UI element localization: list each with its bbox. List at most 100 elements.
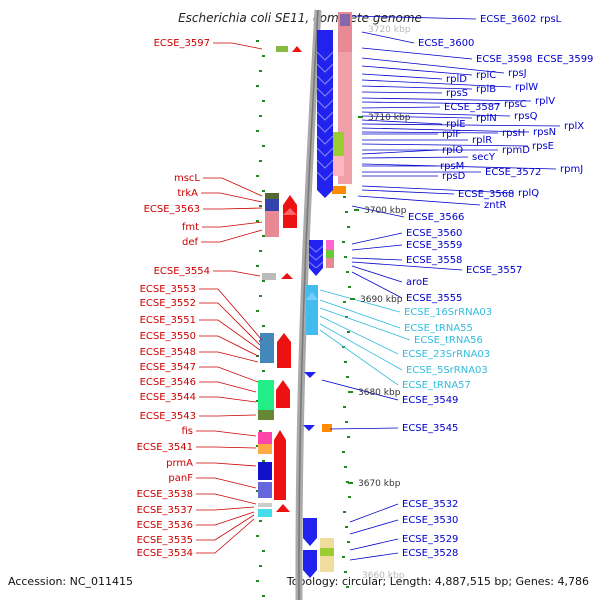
gene-label-ecse-trna55[interactable]: ECSE_tRNA55: [404, 323, 473, 334]
gene-label-ecse-3547[interactable]: ECSE_3547: [140, 362, 196, 373]
gene-block-rose[interactable]: [326, 258, 334, 268]
gene-label-ecse-3598[interactable]: ECSE_3598: [476, 54, 532, 65]
gene-label-rplx[interactable]: rplX: [564, 121, 584, 132]
gene-label-def[interactable]: def: [182, 237, 199, 248]
gene-label-ecse-3560[interactable]: ECSE_3560: [406, 228, 462, 239]
gene-3537-block[interactable]: [258, 503, 272, 507]
gene-label-rpld[interactable]: rplD: [446, 74, 467, 85]
gene-3541-block[interactable]: [258, 444, 272, 454]
gene-label-secy[interactable]: secY: [472, 152, 496, 163]
gene-label-ecse-3536[interactable]: ECSE_3536: [137, 520, 193, 531]
gene-label-ecse-3566[interactable]: ECSE_3566: [408, 212, 464, 223]
gene-label-rplr[interactable]: rplR: [472, 135, 492, 146]
gene-block-orange[interactable]: [332, 186, 346, 194]
gene-label-rpsc[interactable]: rpsC: [504, 99, 527, 110]
gene-label-ecse-3537[interactable]: ECSE_3537: [137, 505, 193, 516]
gene-label-ecse-3559[interactable]: ECSE_3559: [406, 240, 462, 251]
gene-label-ecse-3597[interactable]: ECSE_3597: [154, 38, 210, 49]
gene-block-top-purple[interactable]: [340, 14, 350, 26]
gene-label-ecse-3602[interactable]: ECSE_3602: [480, 14, 536, 25]
gene-3554-block[interactable]: [262, 273, 276, 280]
gene-label-rpsl[interactable]: rpsL: [540, 14, 562, 25]
gene-label-ecse-3545[interactable]: ECSE_3545: [402, 423, 458, 434]
gene-label-ecse-3530[interactable]: ECSE_3530: [402, 515, 458, 526]
gene-label-ecse-3587[interactable]: ECSE_3587: [444, 102, 500, 113]
gene-label-ecse-3557[interactable]: ECSE_3557: [466, 265, 522, 276]
gene-block-tan-green[interactable]: [320, 548, 334, 556]
gene-block-pink[interactable]: [332, 156, 344, 176]
gene-block-lime[interactable]: [326, 250, 334, 258]
gene-fis-arrow[interactable]: [274, 430, 286, 500]
gene-label-mscl[interactable]: mscL: [174, 173, 200, 184]
gene-label-rpse[interactable]: rpsE: [532, 141, 554, 152]
gene-label-ecse-3541[interactable]: ECSE_3541: [137, 442, 193, 453]
gene-block-mscl[interactable]: [265, 193, 279, 199]
gene-3543-block[interactable]: [258, 410, 274, 420]
gene-3545-block[interactable]: [322, 424, 332, 432]
gene-label-zntr[interactable]: zntR: [484, 200, 507, 211]
gene-label-rpmd[interactable]: rpmD: [502, 145, 530, 156]
gene-3544-block[interactable]: [258, 380, 274, 410]
gene-fis-block[interactable]: [258, 432, 272, 444]
gene-3597-arrow[interactable]: [292, 46, 302, 52]
gene-3597-block[interactable]: [276, 46, 288, 52]
gene-label-ecse-trna57[interactable]: ECSE_tRNA57: [402, 380, 471, 391]
gene-block-magenta[interactable]: [326, 240, 334, 250]
gene-3560-group[interactable]: [309, 240, 323, 268]
gene-label-ecse-3558[interactable]: ECSE_3558: [406, 255, 462, 266]
gene-label-ecse-3551[interactable]: ECSE_3551: [140, 315, 196, 326]
gene-label-fmt[interactable]: fmt: [182, 222, 199, 233]
gene-3535-arrow[interactable]: [276, 504, 290, 512]
gene-label-fis[interactable]: fis: [181, 426, 193, 437]
gene-label-ecse-3554[interactable]: ECSE_3554: [154, 266, 210, 277]
gene-3550-arrow[interactable]: [277, 333, 291, 368]
gene-3529-group[interactable]: [303, 550, 317, 570]
gene-label-ecse-3528[interactable]: ECSE_3528: [402, 548, 458, 559]
gene-label-ecse-trna56[interactable]: ECSE_tRNA56: [414, 335, 483, 346]
gene-label-ecse-3543[interactable]: ECSE_3543: [140, 411, 196, 422]
gene-label-ecse-3550[interactable]: ECSE_3550: [140, 331, 196, 342]
gene-label-rple[interactable]: rplE: [446, 119, 466, 130]
gene-label-ecse-3548[interactable]: ECSE_3548: [140, 347, 196, 358]
gene-label-ecse-3538[interactable]: ECSE_3538: [137, 489, 193, 500]
gene-3546-arrow[interactable]: [276, 380, 290, 408]
gene-label-rplv[interactable]: rplV: [535, 96, 555, 107]
gene-3554-arrow[interactable]: [281, 273, 293, 279]
gene-label-rplo[interactable]: rplO: [442, 145, 463, 156]
gene-label-ecse-3529[interactable]: ECSE_3529: [402, 534, 458, 545]
gene-label-rpsm[interactable]: rpsM: [440, 161, 464, 172]
gene-3545-arrow[interactable]: [303, 425, 315, 431]
gene-label-rpsj[interactable]: rpsJ: [508, 68, 527, 79]
gene-label-rplb[interactable]: rplB: [476, 84, 496, 95]
gene-label-ecse-3546[interactable]: ECSE_3546: [140, 377, 196, 388]
gene-label-ecse-3534[interactable]: ECSE_3534: [137, 548, 193, 559]
gene-label-aroe[interactable]: aroE: [406, 277, 428, 288]
gene-label-prma[interactable]: prmA: [166, 458, 193, 469]
gene-label-ecse-23srrna03[interactable]: ECSE_23SrRNA03: [402, 349, 490, 360]
gene-label-ecse-3555[interactable]: ECSE_3555: [406, 293, 462, 304]
gene-label-ecse-3563[interactable]: ECSE_3563: [144, 204, 200, 215]
gene-3532-group[interactable]: [303, 518, 317, 538]
gene-label-trka[interactable]: trkA: [177, 188, 198, 199]
reverse-gene-column[interactable]: [317, 30, 333, 190]
gene-label-ecse-3568[interactable]: ECSE_3568: [458, 189, 514, 200]
gene-label-rpsd[interactable]: rpsD: [442, 171, 466, 182]
gene-label-rpsn[interactable]: rpsN: [533, 127, 556, 138]
gene-label-rplw[interactable]: rplW: [515, 82, 538, 93]
gene-label-rpss[interactable]: rpsS: [446, 88, 468, 99]
gene-label-ecse-3600[interactable]: ECSE_3600: [418, 38, 474, 49]
gene-prma-block[interactable]: [258, 462, 272, 480]
gene-label-rplc[interactable]: rplC: [476, 70, 496, 81]
gene-label-panf[interactable]: panF: [168, 473, 193, 484]
gene-block-trka-dark[interactable]: [265, 199, 279, 211]
gene-label-ecse-5srrna03[interactable]: ECSE_5SrRNA03: [406, 365, 488, 376]
gene-label-ecse-16srrna03[interactable]: ECSE_16SrRNA03: [404, 307, 492, 318]
gene-label-ecse-3599[interactable]: ECSE_3599: [537, 54, 593, 65]
gene-label-ecse-3572[interactable]: ECSE_3572: [485, 167, 541, 178]
gene-label-rplf[interactable]: rplF: [442, 129, 461, 140]
gene-3549-arrow[interactable]: [304, 372, 316, 378]
gene-panf-block[interactable]: [258, 482, 272, 498]
gene-label-ecse-3553[interactable]: ECSE_3553: [140, 284, 196, 295]
gene-label-rpsh[interactable]: rpsH: [502, 128, 525, 139]
gene-label-rplq[interactable]: rplQ: [518, 188, 539, 199]
